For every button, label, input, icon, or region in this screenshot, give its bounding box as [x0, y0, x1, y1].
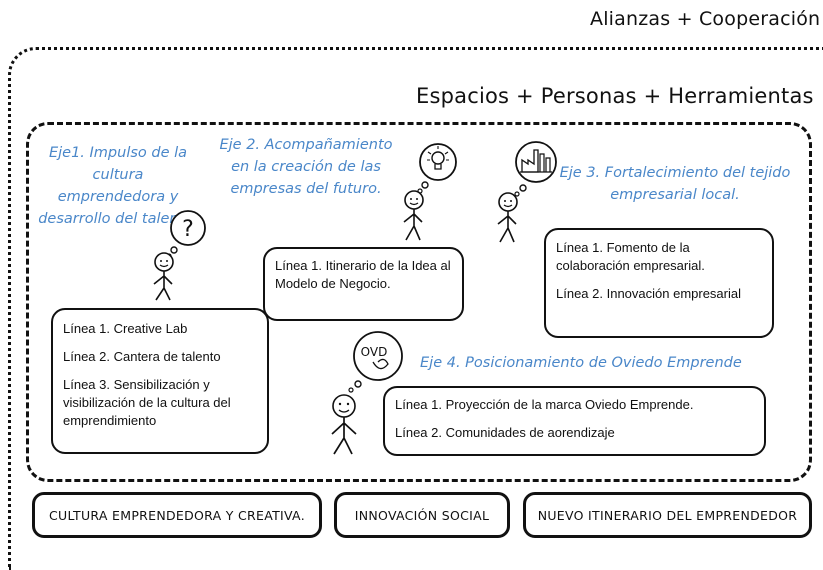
pillar-nuevo-itinerario: NUEVO ITINERARIO DEL EMPRENDEDOR — [523, 492, 812, 538]
thinking-person-3-icon — [497, 141, 557, 243]
axis-3-line-2: Línea 2. Innovación empresarial — [556, 286, 742, 301]
factory-icon — [520, 149, 552, 173]
axis-4-lines-box: Línea 1. Proyección de la marca Oviedo E… — [383, 386, 766, 456]
lightbulb-icon — [427, 146, 449, 170]
axis-1-title: Eje1. Impulso de la cultura emprendedora… — [38, 145, 198, 227]
axis-2-lines-box: Línea 1. Itinerario de la Idea al Modelo… — [263, 247, 464, 321]
pillar-innovacion-social: INNOVACIÓN SOCIAL — [334, 492, 510, 538]
axis-3-line-1: Línea 1. Fomento de la colaboración empr… — [556, 240, 705, 273]
inner-title: Espacios + Personas + Herramientas — [416, 84, 814, 108]
top-title: Alianzas + Cooperación — [590, 8, 821, 30]
question-mark-icon: ? — [182, 217, 194, 242]
axis-2-title: Eje 2. Acompañamiento en la creación de … — [219, 137, 393, 197]
thinking-person-1-icon: ? — [153, 210, 206, 301]
outer-dotted-frame — [8, 47, 823, 570]
axis-4-title: Eje 4. Posicionamiento de Oviedo Emprend… — [420, 355, 742, 371]
inner-dashed-frame — [26, 122, 812, 482]
axis-1-line-1: Línea 1. Creative Lab — [63, 321, 188, 336]
axis-1-line-3: Línea 3. Sensibilización y visibilizació… — [63, 377, 231, 428]
axis-1-line-2: Línea 2. Cantera de talento — [63, 349, 221, 364]
thinking-person-2-icon — [403, 143, 457, 241]
axis-1-lines-box: Línea 1. Creative Lab Línea 2. Cantera d… — [51, 308, 269, 454]
axis-2-line-1: Línea 1. Itinerario de la Idea al Modelo… — [275, 258, 451, 291]
axis-3-lines-box: Línea 1. Fomento de la colaboración empr… — [544, 228, 774, 338]
pillar-cultura: CULTURA EMPRENDEDORA Y CREATIVA. — [32, 492, 322, 538]
axis-4-line-2: Línea 2. Comunidades de aorendizaje — [395, 425, 615, 440]
axis-3-title: Eje 3. Fortalecimiento del tejido empres… — [559, 165, 791, 203]
axis-4-line-1: Línea 1. Proyección de la marca Oviedo E… — [395, 397, 694, 412]
ovd-logo-icon: OVD — [361, 345, 388, 359]
thinking-person-4-icon: OVD — [331, 331, 403, 455]
